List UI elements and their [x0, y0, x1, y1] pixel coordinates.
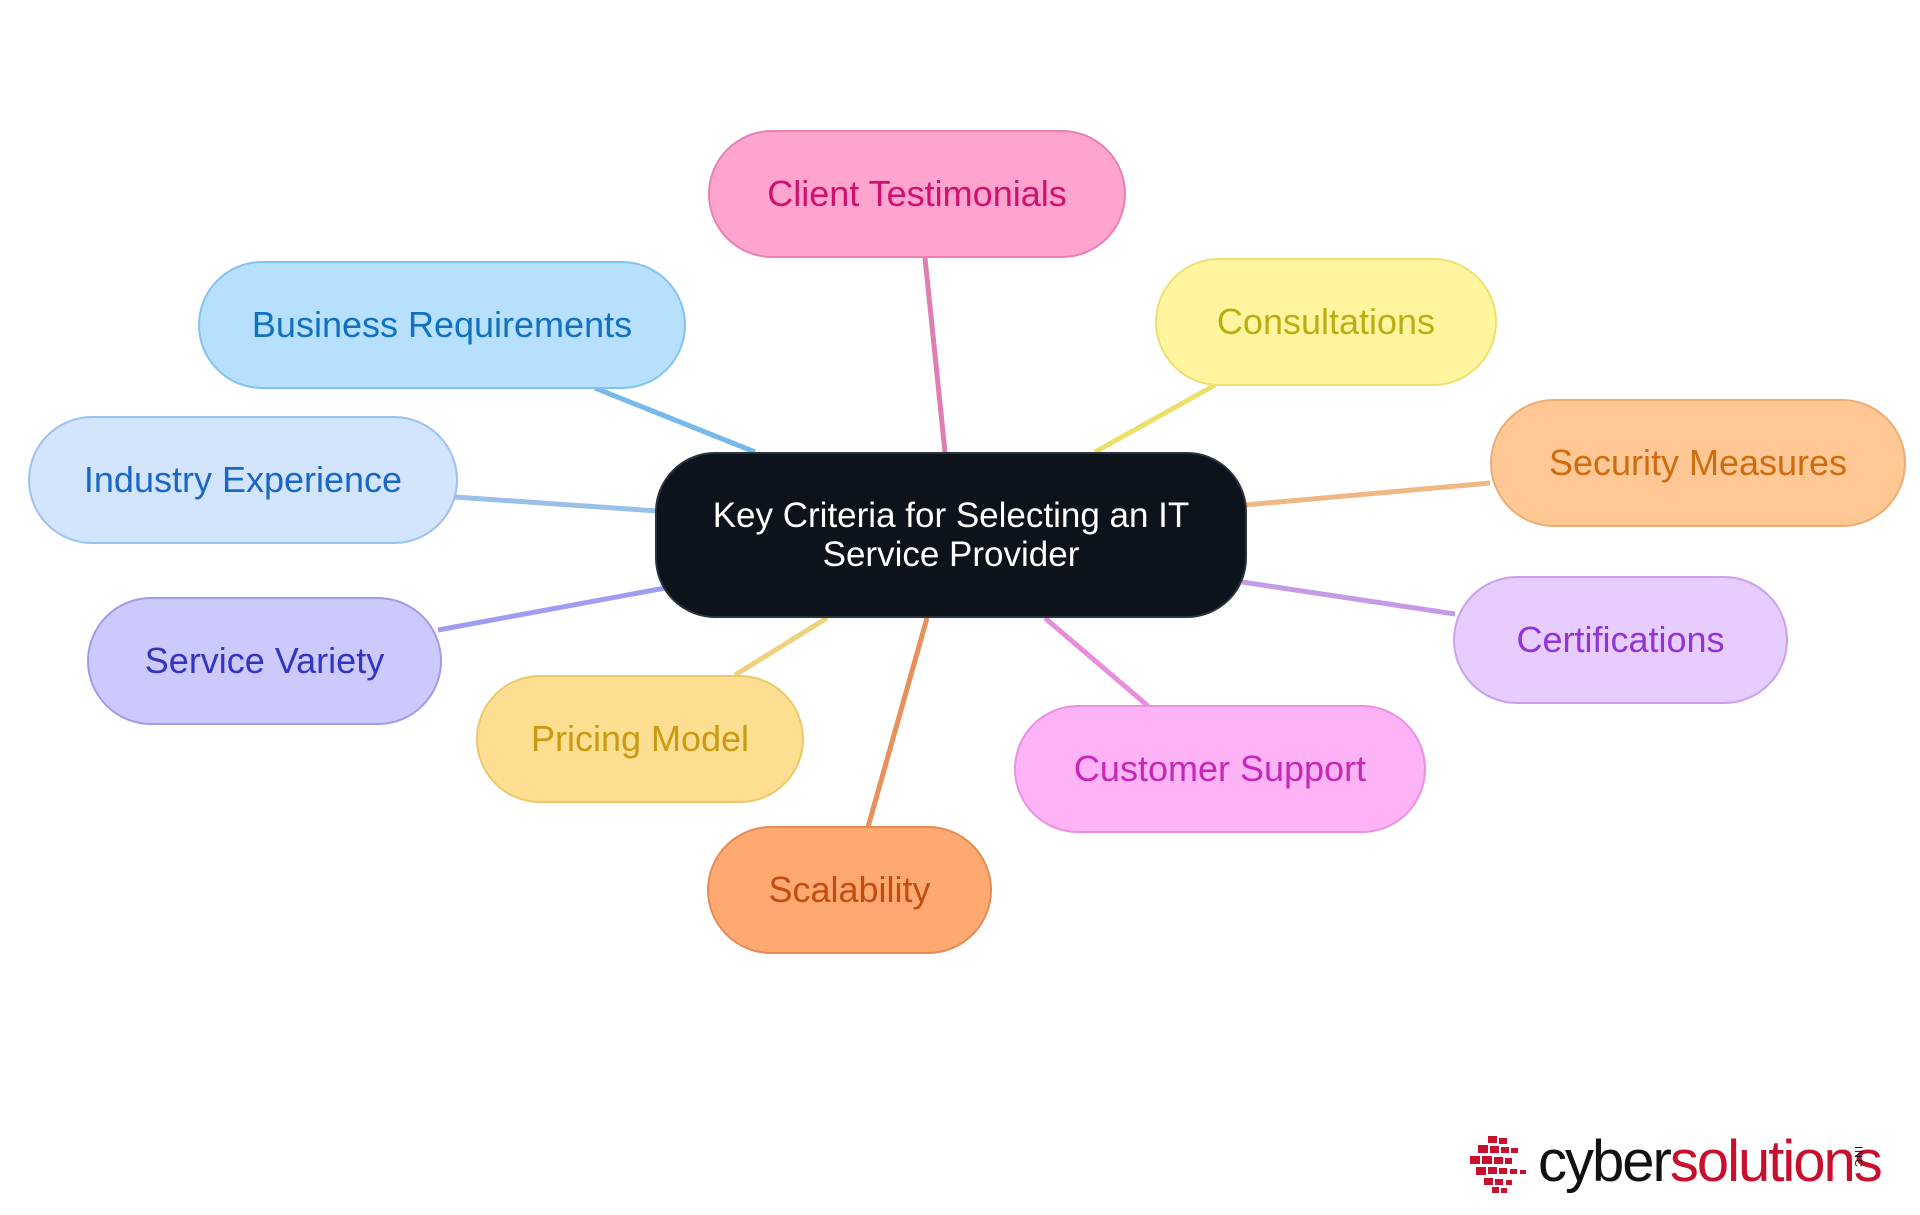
node-pricing-model: Pricing Model	[476, 675, 804, 803]
connector-consultations	[1093, 382, 1217, 455]
node-label: Pricing Model	[530, 718, 750, 760]
cybersolutions-logo: cybersolutions INC	[1470, 1128, 1900, 1196]
node-industry-experience: Industry Experience	[28, 416, 458, 544]
central-topic-line-1: Key Criteria for Selecting an IT	[712, 495, 1190, 535]
node-label: Industry Experience	[83, 459, 403, 501]
connector-client-testimonials	[922, 257, 948, 453]
node-label: Security Measures	[1548, 442, 1848, 484]
logo-inc-suffix: INC	[1852, 1146, 1864, 1168]
logo-mark-icon	[1470, 1136, 1526, 1193]
node-business-requirements: Business Requirements	[198, 261, 686, 389]
node-consultations: Consultations	[1155, 258, 1497, 386]
node-label: Client Testimonials	[767, 173, 1067, 215]
node-client-testimonials: Client Testimonials	[708, 130, 1126, 258]
connector-customer-support	[1043, 616, 1150, 708]
connector-service-variety	[437, 585, 666, 633]
connector-industry-experience	[454, 494, 658, 514]
central-topic-line-2: Service Provider	[822, 535, 1080, 574]
central-topic: Key Criteria for Selecting an IT Service…	[655, 452, 1247, 618]
node-security-measures: Security Measures	[1490, 399, 1906, 527]
node-scalability: Scalability	[707, 826, 992, 954]
connector-business-requirements	[594, 385, 756, 455]
node-label: Business Requirements	[251, 304, 633, 346]
node-label: Certifications	[1516, 619, 1725, 661]
node-label: Service Variety	[144, 640, 385, 682]
node-label: Customer Support	[1073, 748, 1367, 790]
node-customer-support: Customer Support	[1014, 705, 1426, 833]
node-certifications: Certifications	[1453, 576, 1788, 704]
connector-certifications	[1241, 579, 1456, 617]
connector-security-measures	[1244, 480, 1491, 508]
logo-wordmark: cybersolutions	[1538, 1128, 1883, 1196]
logo-word-cyber: cyber	[1538, 1129, 1672, 1194]
node-label: Consultations	[1216, 301, 1436, 343]
node-service-variety: Service Variety	[87, 597, 442, 725]
connector-pricing-model	[733, 615, 829, 678]
connector-scalability	[865, 617, 930, 828]
logo-word-solutions: solutions	[1669, 1129, 1883, 1194]
node-label: Scalability	[768, 869, 931, 911]
